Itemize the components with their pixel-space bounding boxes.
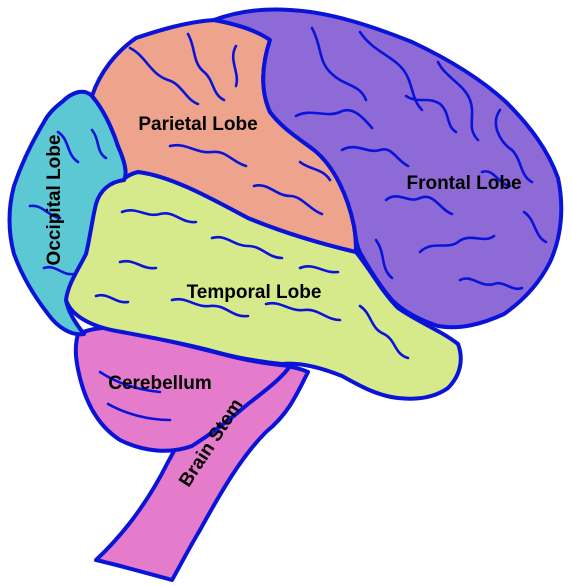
label-occipital: Occipital Lobe (44, 135, 65, 266)
label-temporal: Temporal Lobe (187, 282, 322, 303)
label-frontal: Frontal Lobe (406, 173, 521, 194)
label-cerebellum: Cerebellum (108, 373, 211, 394)
label-parietal: Parietal Lobe (138, 114, 257, 135)
